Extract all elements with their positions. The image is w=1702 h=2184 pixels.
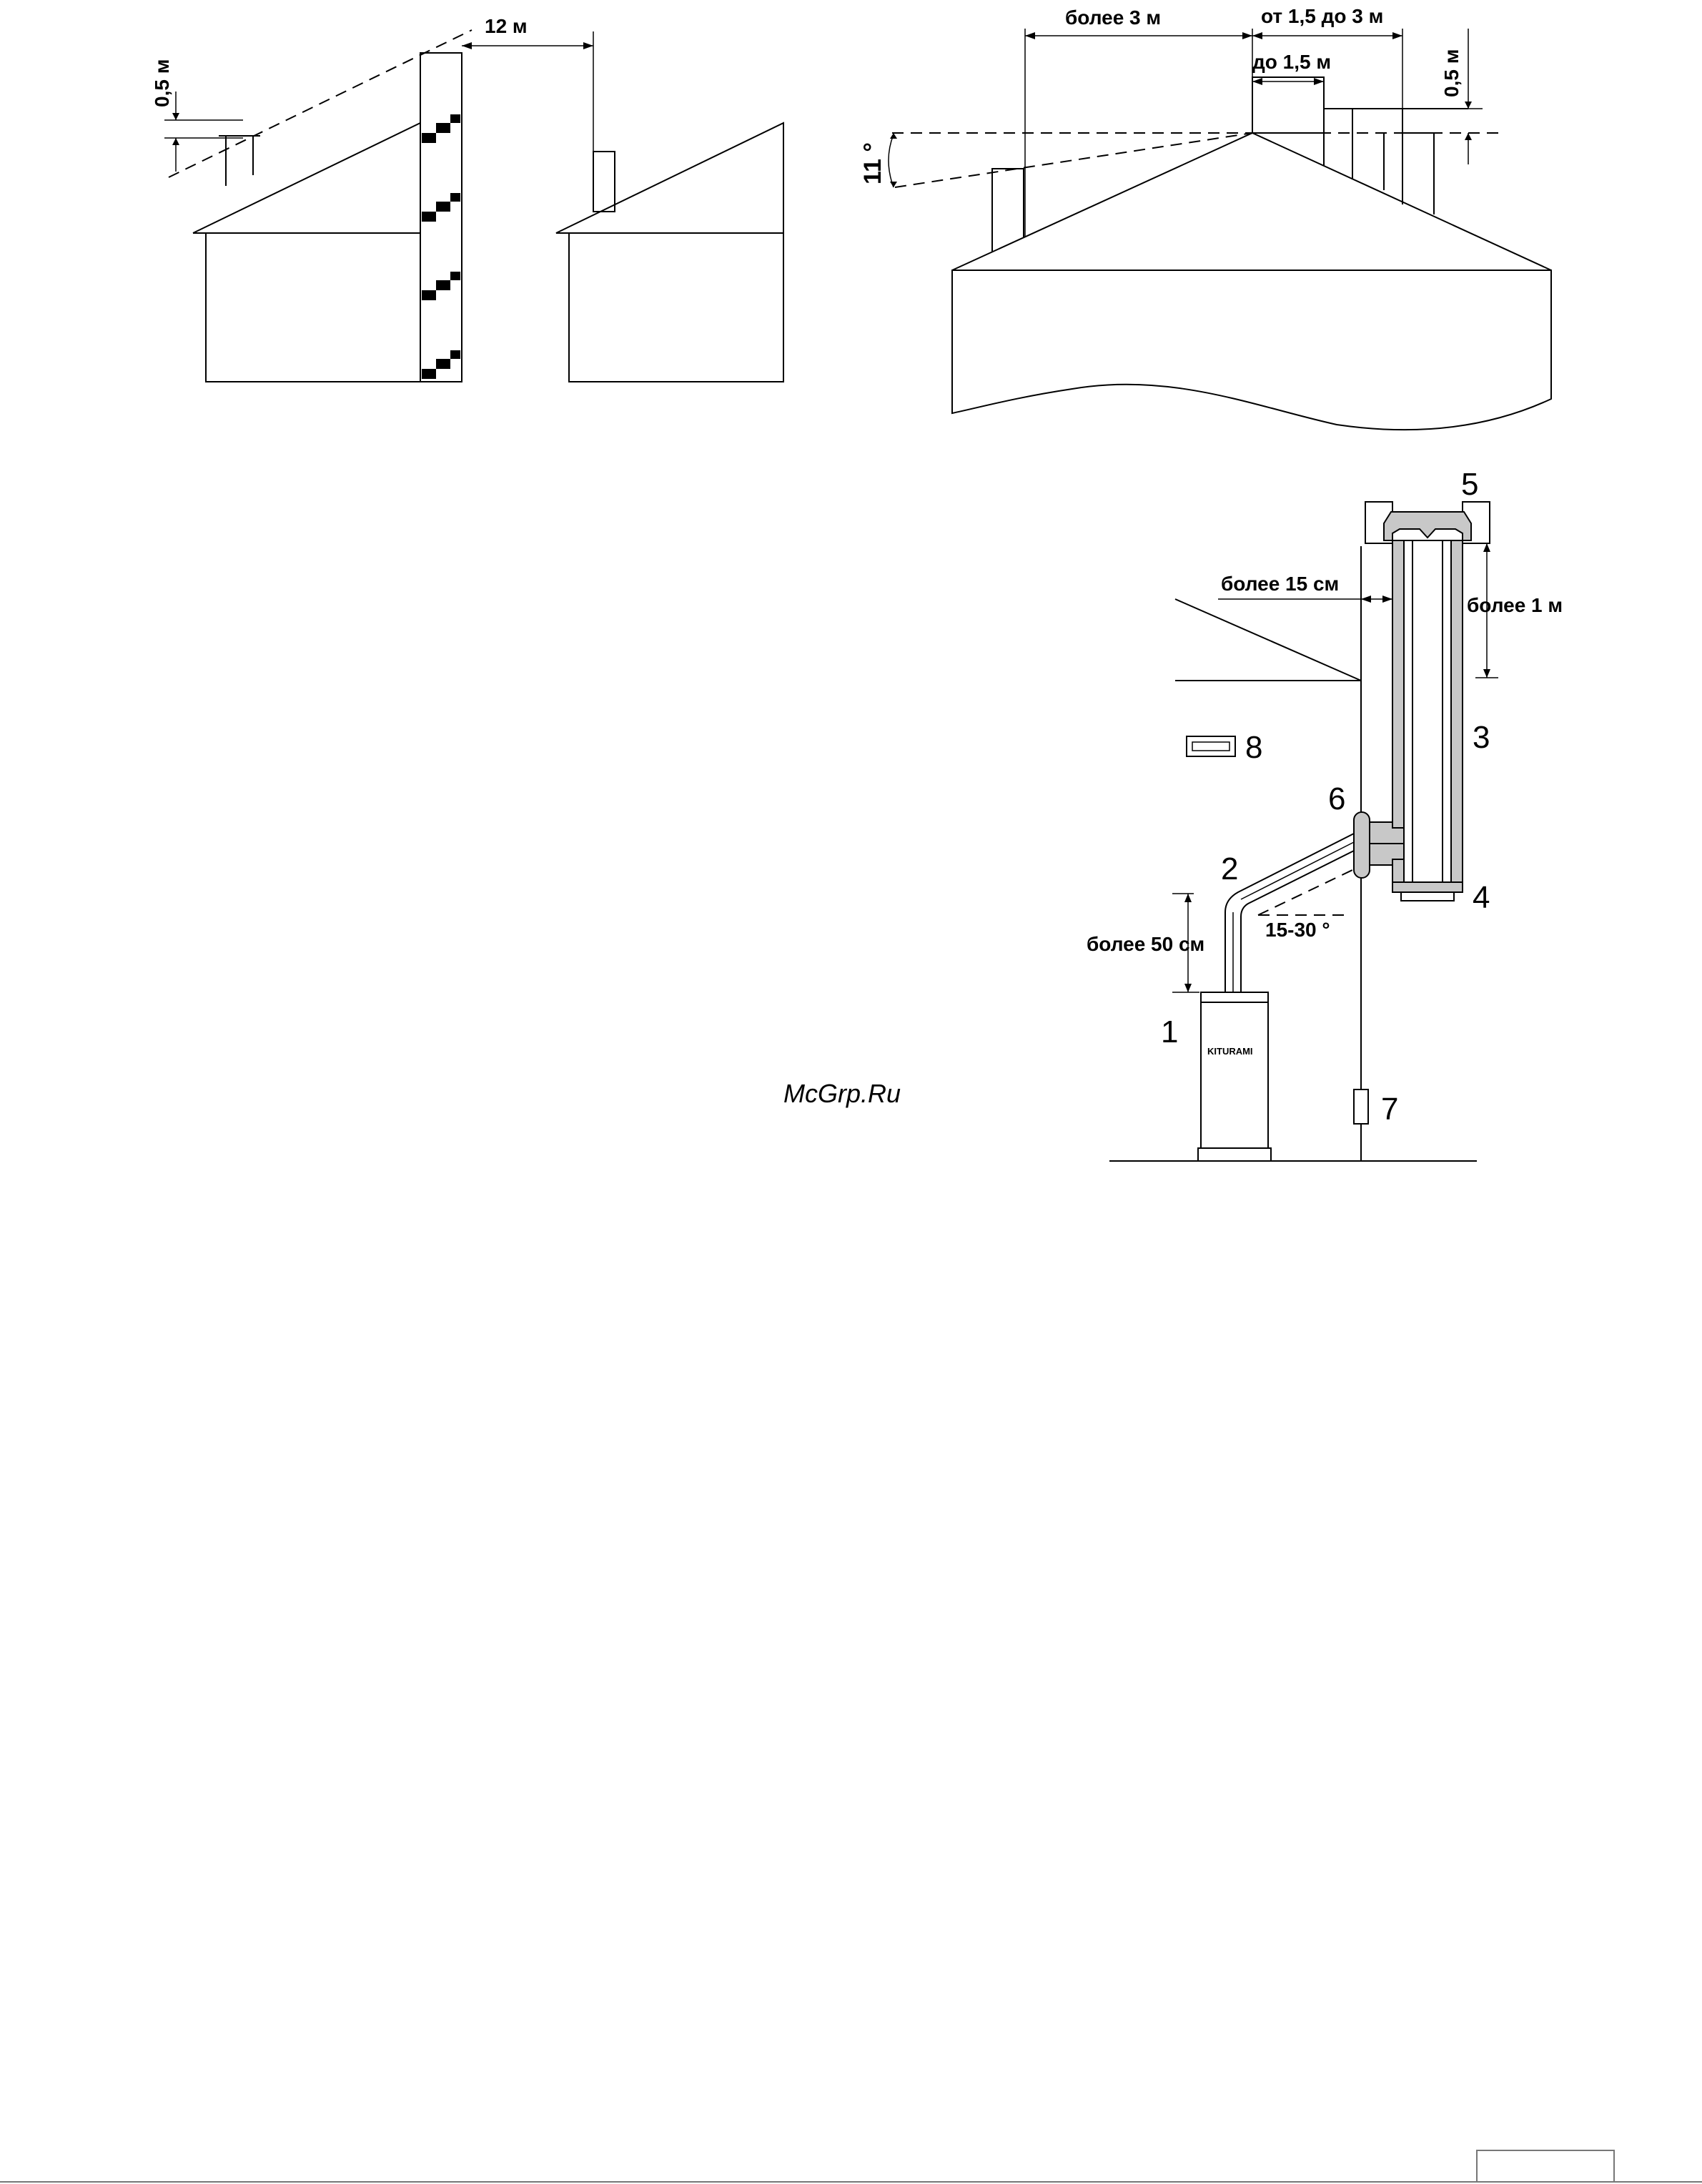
flue-pipe — [1225, 834, 1354, 992]
callout-1: 1 — [1161, 1014, 1178, 1049]
roof-slope — [1175, 599, 1361, 681]
drain-trap — [1354, 1089, 1368, 1124]
boiler-base — [1198, 1148, 1271, 1161]
dim-more-15cm: более 15 см — [1221, 573, 1339, 595]
chimney-outer-wall-right — [1451, 540, 1463, 891]
house-body-wavy — [952, 270, 1551, 430]
tall-building-stair-marks — [422, 114, 460, 379]
left-house-roof — [193, 123, 420, 233]
chimney-cap-top — [1384, 512, 1471, 540]
chimney-drain — [1401, 892, 1454, 901]
wall-thimble — [1354, 812, 1370, 878]
boiler-top — [1201, 992, 1268, 1002]
dim-more-50cm: более 50 см — [1087, 933, 1204, 955]
diagram-roof-neighbor-building: 0,5 м 12 м — [151, 15, 783, 382]
dim-upto-1-5m: до 1,5 м — [1252, 51, 1331, 73]
dim-angle-11: 11 ° — [859, 142, 886, 184]
dim-1-5-to-3m: от 1,5 до 3 м — [1261, 5, 1383, 27]
dim-slope-15-30: 15-30 ° — [1265, 919, 1330, 941]
right-house-roof — [556, 123, 783, 233]
chimney-inner — [1404, 540, 1451, 882]
diagram-pitched-roof-heights: 11 ° более 3 м от 1,5 до 3 м до 1,5 м 0,… — [859, 5, 1551, 430]
page-footer — [0, 2150, 1702, 2182]
callout-8: 8 — [1245, 730, 1262, 765]
callout-5: 5 — [1461, 467, 1478, 502]
sight-line-dashed — [169, 30, 472, 177]
callout-6: 6 — [1328, 781, 1345, 816]
boiler-brand: KITURAMI — [1207, 1046, 1253, 1057]
chimney-condensate-base — [1392, 882, 1463, 892]
callout-7: 7 — [1381, 1092, 1398, 1127]
dim-more-1m: более 1 м — [1467, 594, 1563, 616]
angle-dashed-line — [895, 133, 1252, 187]
dim-0-5m-right: 0,5 м — [1440, 49, 1463, 97]
callout-2: 2 — [1221, 851, 1238, 886]
dim-12m: 12 м — [485, 15, 528, 37]
boiler-body — [1201, 1002, 1268, 1148]
watermark: McGrp.Ru — [783, 1079, 901, 1108]
callout-4: 4 — [1473, 880, 1490, 915]
left-house-wall — [206, 233, 420, 382]
right-house-wall — [569, 233, 783, 382]
air-vent-grille — [1187, 736, 1235, 756]
pitched-roof — [952, 133, 1551, 270]
diagram-boiler-chimney: KITURAMI более 15 см более 1 м более 50 … — [1087, 467, 1563, 1161]
dim-more-3m: более 3 м — [1065, 6, 1161, 29]
dim-0-5m-left: 0,5 м — [151, 59, 173, 107]
ridge-chimney-near — [1252, 77, 1324, 133]
callout-3: 3 — [1473, 720, 1490, 755]
right-chimney — [593, 152, 615, 212]
